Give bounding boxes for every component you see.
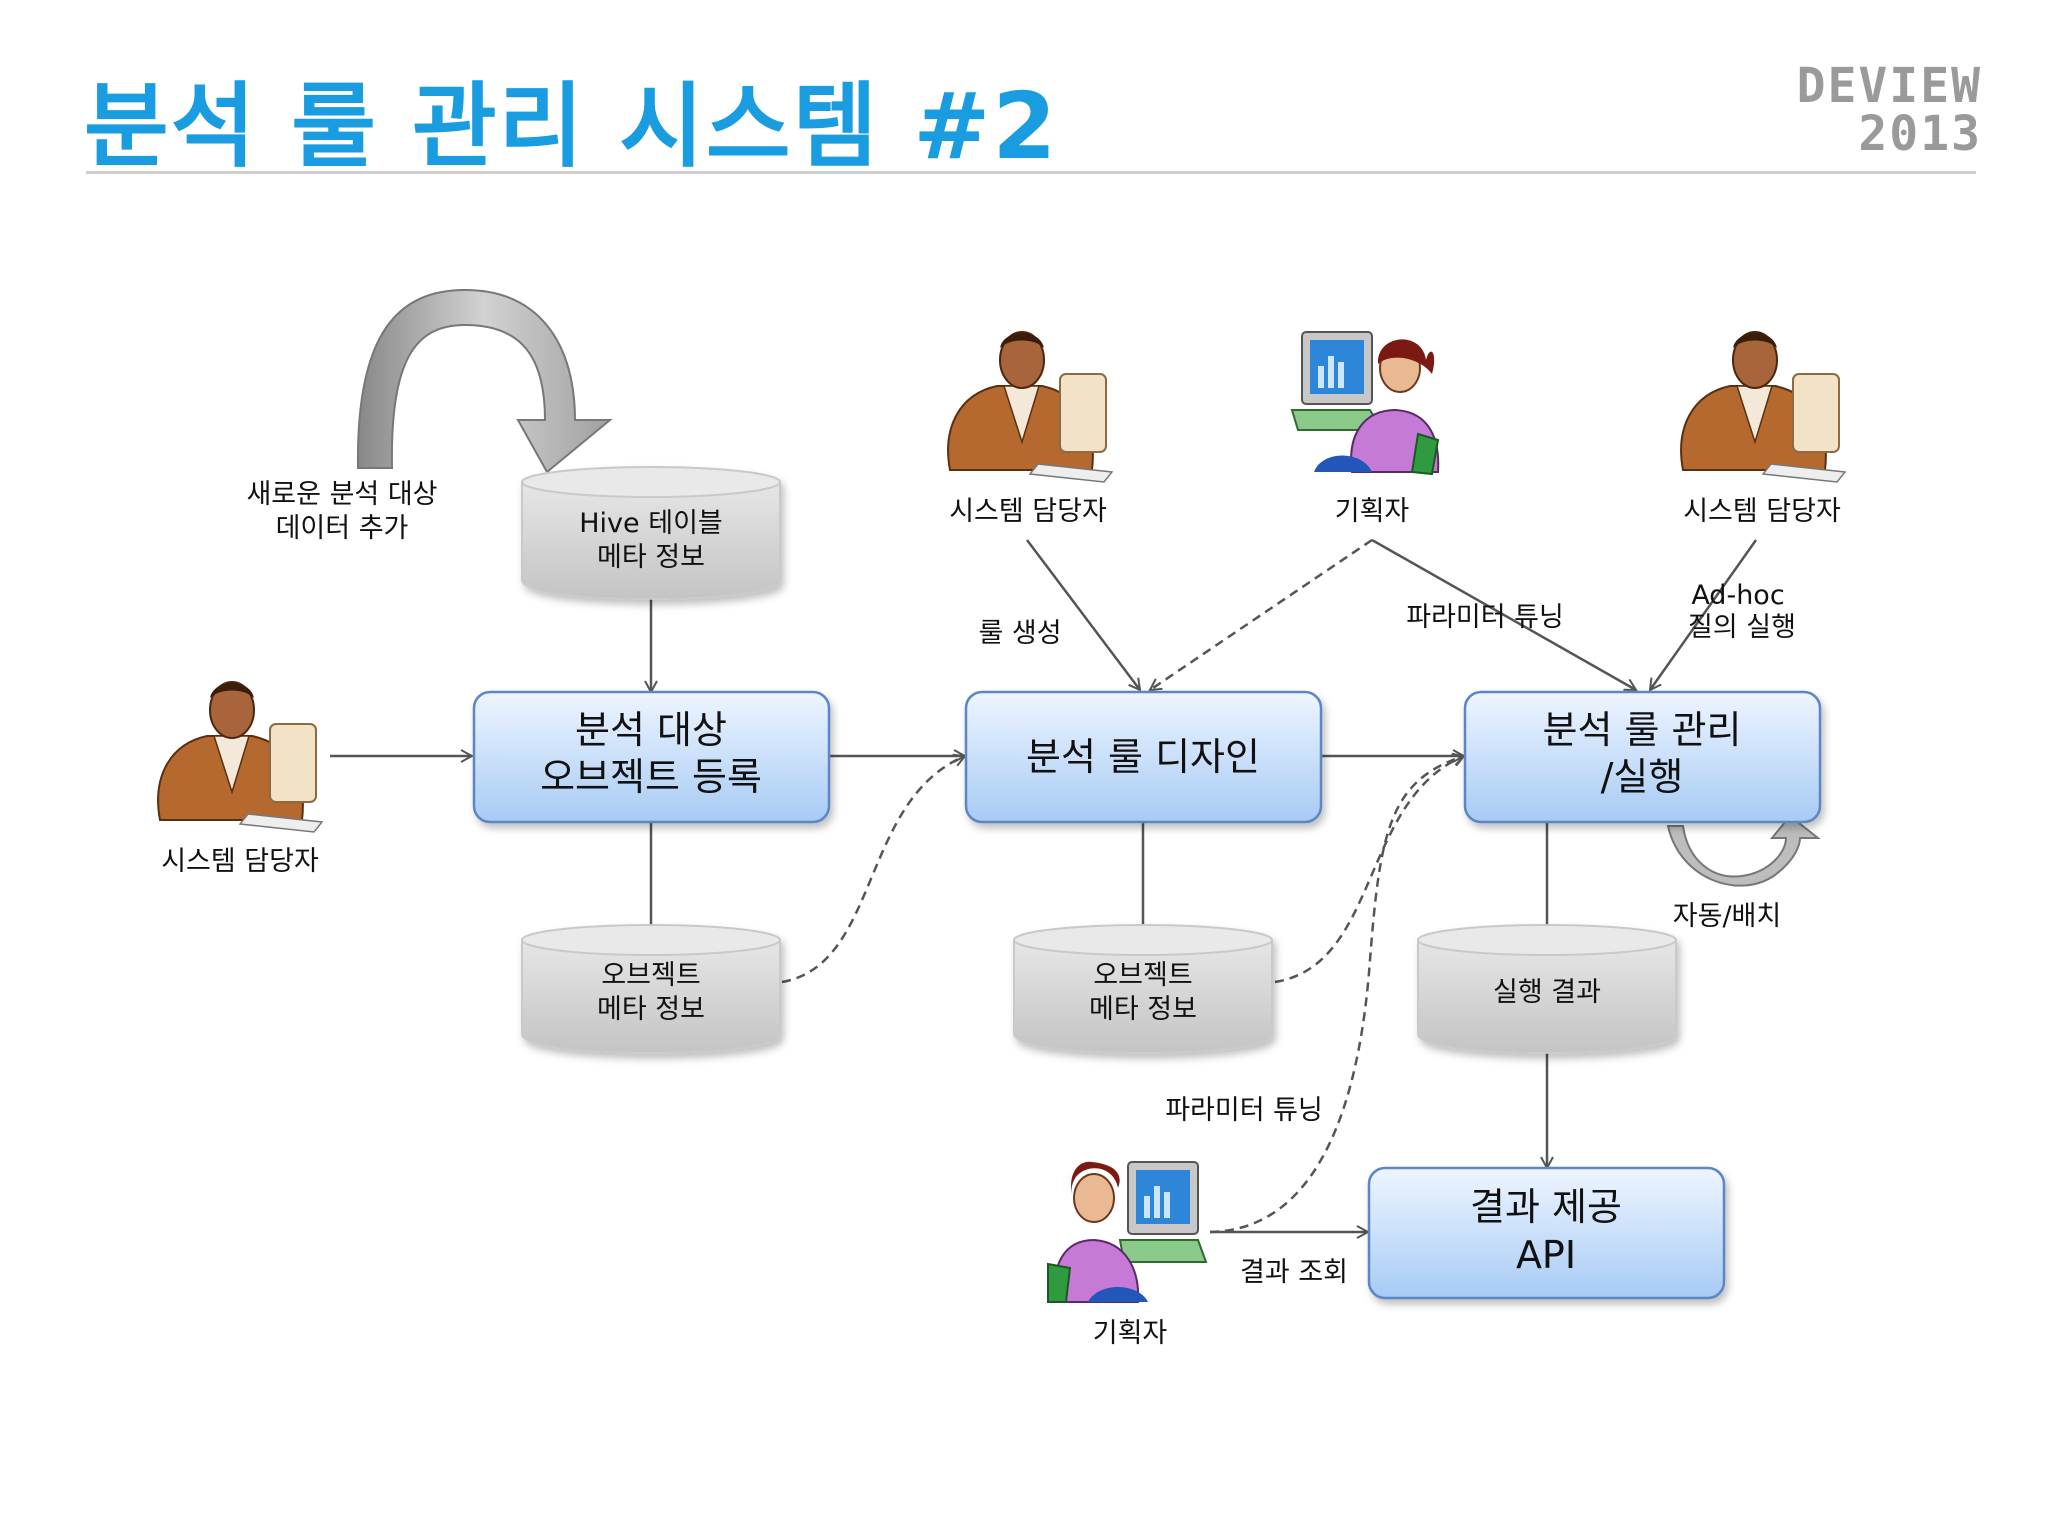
db-objmeta2-line2: 메타 정보 [1089,994,1197,1025]
brand-line-1: DEVIEW [1796,58,1982,114]
actor-planner-bottom-label: 기획자 [1093,1318,1168,1349]
box-design-line1: 분석 룰 디자인 [1026,735,1260,779]
box-register-line2: 오브젝트 등록 [540,755,762,799]
dashed-connectors [781,538,1464,1234]
businessman-computer-icon [947,331,1114,483]
woman-computer-icon [1290,331,1440,476]
label-auto-batch: 자동/배치 [1673,901,1781,932]
box-api-line1: 결과 제공 [1470,1185,1622,1229]
box-manage-line2: /실행 [1601,755,1684,799]
connectors [330,538,1758,1232]
businessman-computer-icon [157,681,324,833]
loop-arrow-icon [1666,814,1821,887]
label-adhoc-line1: Ad-hoc [1691,580,1784,611]
box-manage [1463,690,1822,824]
box-api [1367,1166,1726,1300]
actor-sysadmin-right-label: 시스템 담당자 [1683,496,1841,527]
db-objmeta1-icon [521,924,781,1054]
box-manage-line1: 분석 룰 관리 [1543,708,1742,752]
dashed-arrow-objmeta-to-design [781,756,965,984]
db-objmeta1-line1: 오브젝트 [601,960,700,991]
dashed-arrow-objmeta-to-manage [1274,756,1464,984]
actor-sysadmin-top-label: 시스템 담당자 [949,496,1107,527]
db-hive-line1: Hive 테이블 [579,508,723,539]
db-result-line1: 실행 결과 [1493,977,1601,1008]
db-hive-line2: 메타 정보 [597,542,705,573]
arrow-adhoc [1650,539,1758,690]
label-new-data-line2: 데이터 추가 [276,513,409,544]
label-param-tune-bottom: 파라미터 튜닝 [1165,1095,1323,1126]
db-hive-icon [521,466,781,600]
dashed-arrow-param-tune-bottom [1209,756,1464,1234]
businessman-computer-icon [1680,331,1847,483]
label-result-query: 결과 조회 [1240,1257,1348,1288]
curved-arrow-icon [356,288,613,474]
label-rule-create: 룰 생성 [978,618,1061,649]
actor-planner-top-label: 기획자 [1335,496,1410,527]
brand-line-2: 2013 [1858,106,1982,162]
woman-computer-icon [1047,1161,1208,1303]
dashed-arrow-planner-to-design [1150,538,1373,690]
title-divider [86,171,1976,174]
label-adhoc-line2: 질의 실행 [1688,612,1796,643]
db-objmeta2-icon [1013,924,1273,1054]
db-result-icon [1417,924,1677,1054]
arrow-param-tune-top [1371,538,1636,692]
db-objmeta1-line2: 메타 정보 [597,994,705,1025]
arrow-rule-create [1026,539,1140,690]
db-objmeta2-line1: 오브젝트 [1093,960,1192,991]
box-api-line2: API [1516,1233,1576,1277]
box-design [964,690,1323,824]
box-register [472,690,831,824]
actor-sysadmin-left-label: 시스템 담당자 [161,846,319,877]
label-param-tune-top: 파라미터 튜닝 [1406,602,1564,633]
brand-logo: DEVIEW 2013 [1797,62,1982,158]
box-register-line1: 분석 대상 [575,708,727,752]
label-new-data-line1: 새로운 분석 대상 [246,479,437,510]
page-title: 분석 룰 관리 시스템 #2 [84,73,1059,180]
